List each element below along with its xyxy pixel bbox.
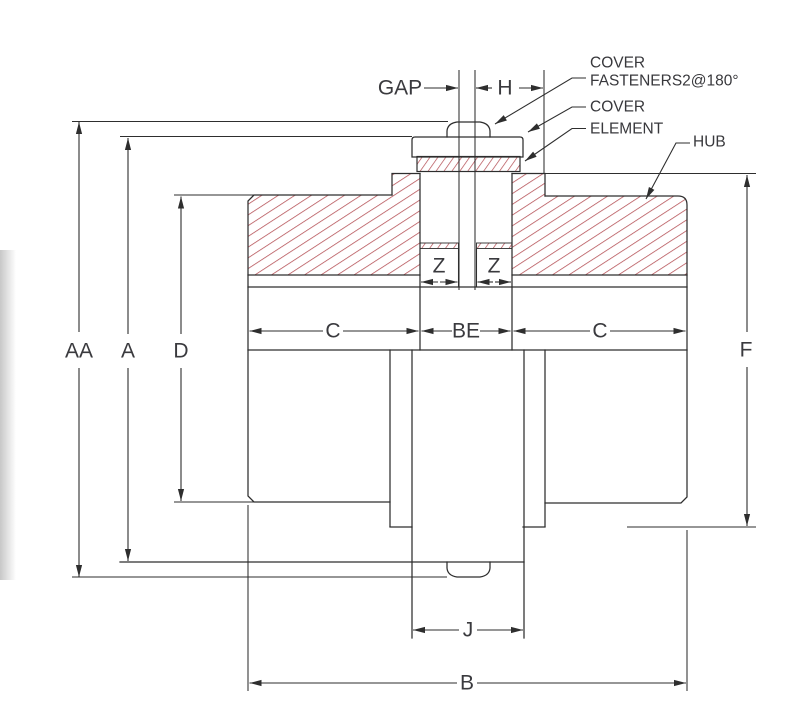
dim-label-gap: GAP (378, 77, 422, 100)
left-tooth-strip (419, 242, 459, 249)
left-hub-outline (247, 194, 393, 503)
dim-label-be: BE (452, 320, 480, 343)
dim-label-j: J (463, 619, 474, 642)
left-hub-section-hatch (248, 173, 420, 275)
left-rim-top (391, 172, 421, 196)
leader-lines (494, 77, 690, 200)
element-section (416, 155, 521, 173)
scan-shadow (0, 250, 16, 580)
dim-label-d: D (173, 340, 188, 363)
right-hub-section-hatch (512, 173, 687, 275)
dim-label-c-left: C (325, 320, 340, 343)
callout-fastener-line1: COVER (590, 55, 645, 72)
dim-label-aa: AA (65, 340, 93, 363)
dim-label-h: H (497, 77, 512, 100)
dimension-lines (75, 84, 751, 687)
cover-top-outline (411, 136, 524, 158)
dim-label-f: F (740, 339, 753, 362)
fastener-head-top (446, 121, 491, 138)
dim-label-b: B (460, 672, 474, 695)
callout-fastener-line2: FASTENERS2@180° (590, 73, 739, 90)
right-tooth-strip (476, 242, 513, 249)
dim-label-c-right: C (592, 320, 607, 343)
dim-label-a: A (121, 340, 135, 363)
callout-element: ELEMENT (590, 121, 664, 138)
element-leader (524, 127, 586, 162)
fastener-head-bottom (446, 561, 491, 578)
hatched-hub-sections (248, 155, 687, 275)
cover-leader (527, 106, 586, 133)
dim-label-z-left: Z (433, 255, 446, 278)
right-hub-outline (544, 195, 688, 504)
fastener-leader (494, 77, 586, 125)
object-lines (72, 70, 756, 691)
callout-hub: HUB (693, 134, 726, 151)
dim-label-z-right: Z (488, 255, 501, 278)
hub-leader (645, 142, 690, 200)
callout-cover: COVER (590, 99, 645, 116)
dimension-labels: GAP H AA A D F C BE C Z Z J B (65, 77, 752, 695)
callout-labels: COVER FASTENERS2@180° COVER ELEMENT HUB (590, 55, 739, 151)
